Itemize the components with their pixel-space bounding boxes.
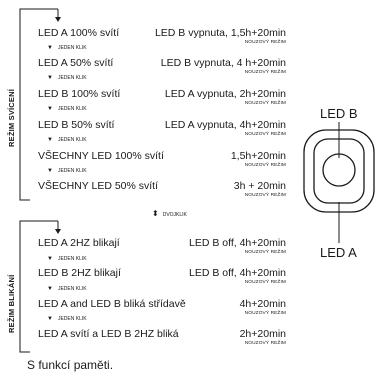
single-click-step: ▼JEDEN KLIK (47, 286, 87, 292)
down-arrow-icon: ▼ (47, 316, 53, 322)
runtime-text: LED B vypnuta, 4 h+20min (160, 57, 286, 69)
down-arrow-icon: ▼ (47, 137, 53, 143)
mode-text: LED A 100% svítí (38, 27, 120, 39)
runtime-text: LED B off, 4h+20min (189, 237, 286, 249)
runtime-text: 4h+20min (239, 298, 286, 310)
emergency-note: NOUZOVÝ REŽIM (244, 341, 286, 346)
runtime-text: 2h+20min (239, 328, 286, 340)
lighting-bracket (19, 8, 58, 201)
mode-text: LED B 100% svítí (38, 88, 121, 100)
mode-text: LED A 50% svítí (38, 57, 114, 69)
blinking-mode-label: REŽIM BLIKÁNÍ (7, 274, 16, 333)
double-click-step: ⬍DVOJKLIK (152, 209, 187, 218)
mode-text: VŠECHNY LED 100% svítí (38, 150, 164, 162)
single-click-step: ▼JEDEN KLIK (47, 316, 87, 322)
single-click-step: ▼JEDEN KLIK (47, 168, 87, 174)
runtime-text: LED B vypnuta, 1,5h+20min (154, 27, 286, 39)
single-click-step: ▼JEDEN KLIK (47, 106, 87, 112)
runtime-text: 3h + 20min (233, 180, 286, 192)
emergency-note: NOUZOVÝ REŽIM (244, 40, 286, 45)
emergency-note: NOUZOVÝ REŽIM (244, 311, 286, 316)
single-click-step: ▼JEDEN KLIK (47, 137, 87, 143)
down-arrow-icon: ▼ (47, 106, 53, 112)
blinking-bracket (19, 220, 58, 353)
emergency-note: NOUZOVÝ REŽIM (244, 280, 286, 285)
led-b-label: LED B (320, 106, 358, 121)
emergency-note: NOUZOVÝ REŽIM (244, 250, 286, 255)
emergency-note: NOUZOVÝ REŽIM (244, 132, 286, 137)
up-down-arrow-icon: ⬍ (152, 209, 159, 218)
down-arrow-icon: ▼ (47, 286, 53, 292)
mode-text: LED A svítí a LED B 2HZ bliká (38, 328, 179, 340)
mode-text: LED A and LED B bliká střídavě (38, 298, 186, 310)
mode-text: LED B 50% svítí (38, 119, 115, 131)
emergency-note: NOUZOVÝ REŽIM (244, 70, 286, 75)
single-click-step: ▼JEDEN KLIK (47, 45, 87, 51)
emergency-note: NOUZOVÝ REŽIM (244, 193, 286, 198)
down-arrow-icon: ▼ (47, 75, 53, 81)
start-arrow-blinking (55, 229, 61, 234)
runtime-text: LED A vypnuta, 2h+20min (164, 88, 286, 100)
lighting-mode-label: REŽIM SVÍCENÍ (7, 88, 16, 147)
single-click-step: ▼JEDEN KLIK (47, 256, 87, 262)
memory-function-note: S funkcí paměti. (27, 358, 114, 372)
mode-text: LED B 2HZ blikají (38, 267, 121, 279)
down-arrow-icon: ▼ (47, 168, 53, 174)
flashlight-device (303, 122, 375, 243)
start-arrow-lighting (55, 17, 61, 22)
runtime-text: LED B off, 4h+20min (189, 267, 286, 279)
mode-text: LED A 2HZ blikají (38, 237, 120, 249)
runtime-text: LED A vypnuta, 4h+20min (164, 119, 286, 131)
down-arrow-icon: ▼ (47, 45, 53, 51)
emergency-note: NOUZOVÝ REŽIM (244, 101, 286, 106)
single-click-step: ▼JEDEN KLIK (47, 75, 87, 81)
down-arrow-icon: ▼ (47, 256, 53, 262)
emergency-note: NOUZOVÝ REŽIM (244, 163, 286, 168)
mode-text: VŠECHNY LED 50% svítí (38, 180, 159, 192)
runtime-text: 1,5h+20min (230, 150, 286, 162)
led-a-label: LED A (320, 245, 357, 260)
